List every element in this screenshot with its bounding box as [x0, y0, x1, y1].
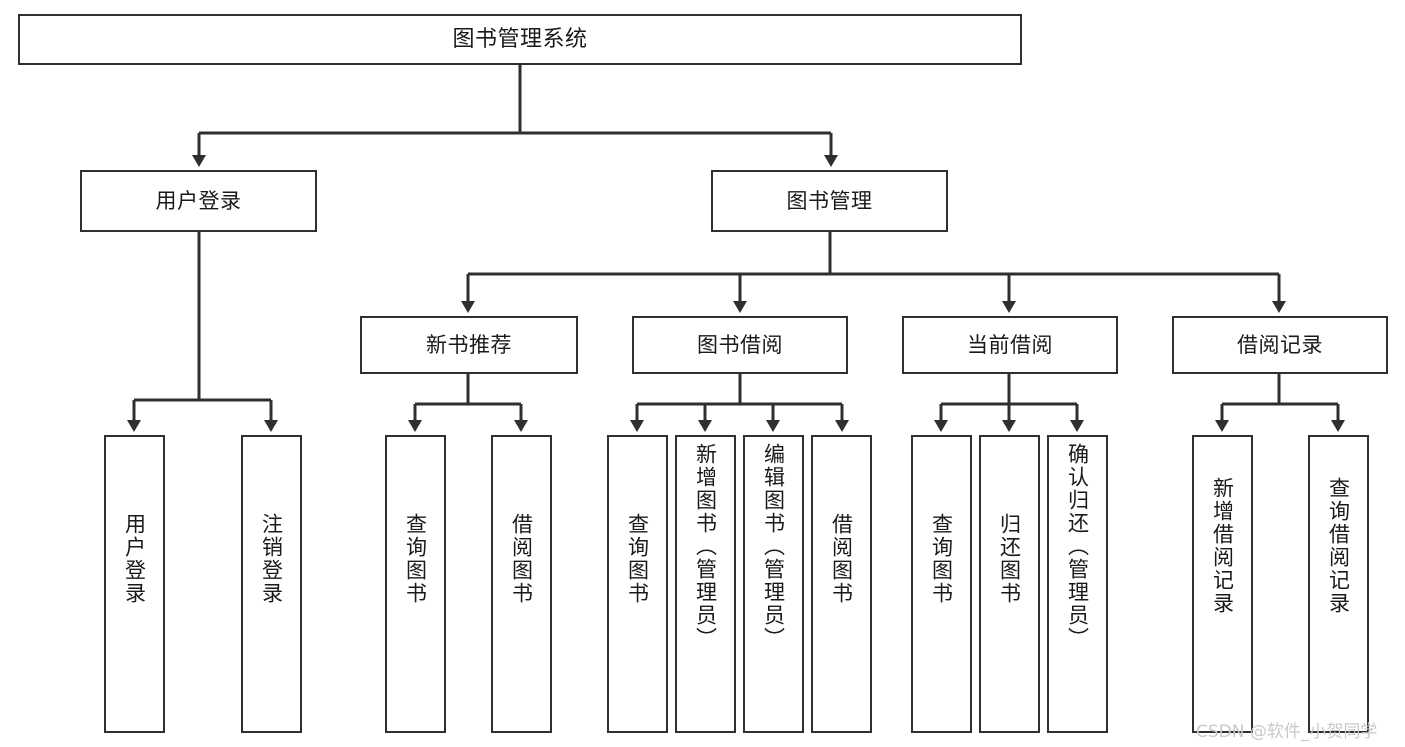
leaf-book-borrow-query-book[interactable]: 查询图书	[607, 435, 668, 733]
node-label: 图书借阅	[697, 332, 783, 357]
node-label: 新增图书（管理员）	[693, 443, 718, 650]
csdn-watermark: CSDN @软件_小贺同学	[1196, 722, 1378, 742]
node-label: 新增借阅记录	[1210, 477, 1235, 615]
leaf-new-book-borrow-book[interactable]: 借阅图书	[491, 435, 552, 733]
node-book-borrow[interactable]: 图书借阅	[632, 316, 848, 374]
node-new-book-recommend[interactable]: 新书推荐	[360, 316, 578, 374]
leaf-borrow-record-query-record[interactable]: 查询借阅记录	[1308, 435, 1369, 733]
node-user-login[interactable]: 用户登录	[80, 170, 317, 232]
node-label: 图书管理	[786, 188, 873, 213]
node-label: 归还图书	[997, 513, 1022, 605]
leaf-current-borrow-confirm-return-admin[interactable]: 确认归还（管理员）	[1047, 435, 1108, 733]
node-borrow-record[interactable]: 借阅记录	[1172, 316, 1388, 374]
leaf-book-borrow-add-book-admin[interactable]: 新增图书（管理员）	[675, 435, 736, 733]
leaf-current-borrow-return-book[interactable]: 归还图书	[979, 435, 1040, 733]
node-book-management[interactable]: 图书管理	[711, 170, 948, 232]
node-label: 图书管理系统	[452, 26, 588, 52]
node-root-book-management-system[interactable]: 图书管理系统	[18, 14, 1022, 65]
leaf-current-borrow-query-book[interactable]: 查询图书	[911, 435, 972, 733]
leaf-book-borrow-borrow-book[interactable]: 借阅图书	[811, 435, 872, 733]
node-label: 编辑图书（管理员）	[761, 443, 786, 650]
node-label: 确认归还（管理员）	[1065, 443, 1090, 650]
leaf-user-login-login[interactable]: 用户登录	[104, 435, 165, 733]
node-label: 借阅图书	[829, 513, 854, 605]
node-label: 用户登录	[155, 188, 242, 213]
leaf-book-borrow-edit-book-admin[interactable]: 编辑图书（管理员）	[743, 435, 804, 733]
node-label: 查询借阅记录	[1326, 477, 1351, 615]
leaf-user-login-logout[interactable]: 注销登录	[241, 435, 302, 733]
node-label: 借阅图书	[509, 513, 534, 605]
node-label: 用户登录	[122, 513, 147, 605]
node-label: 新书推荐	[426, 332, 512, 357]
node-current-borrow[interactable]: 当前借阅	[902, 316, 1118, 374]
node-label: 借阅记录	[1237, 332, 1323, 357]
leaf-borrow-record-add-record[interactable]: 新增借阅记录	[1192, 435, 1253, 733]
node-label: 当前借阅	[967, 332, 1053, 357]
node-label: 注销登录	[259, 513, 284, 605]
node-label: 查询图书	[403, 513, 428, 605]
node-label: 查询图书	[625, 513, 650, 605]
node-label: 查询图书	[929, 513, 954, 605]
leaf-new-book-query-book[interactable]: 查询图书	[385, 435, 446, 733]
